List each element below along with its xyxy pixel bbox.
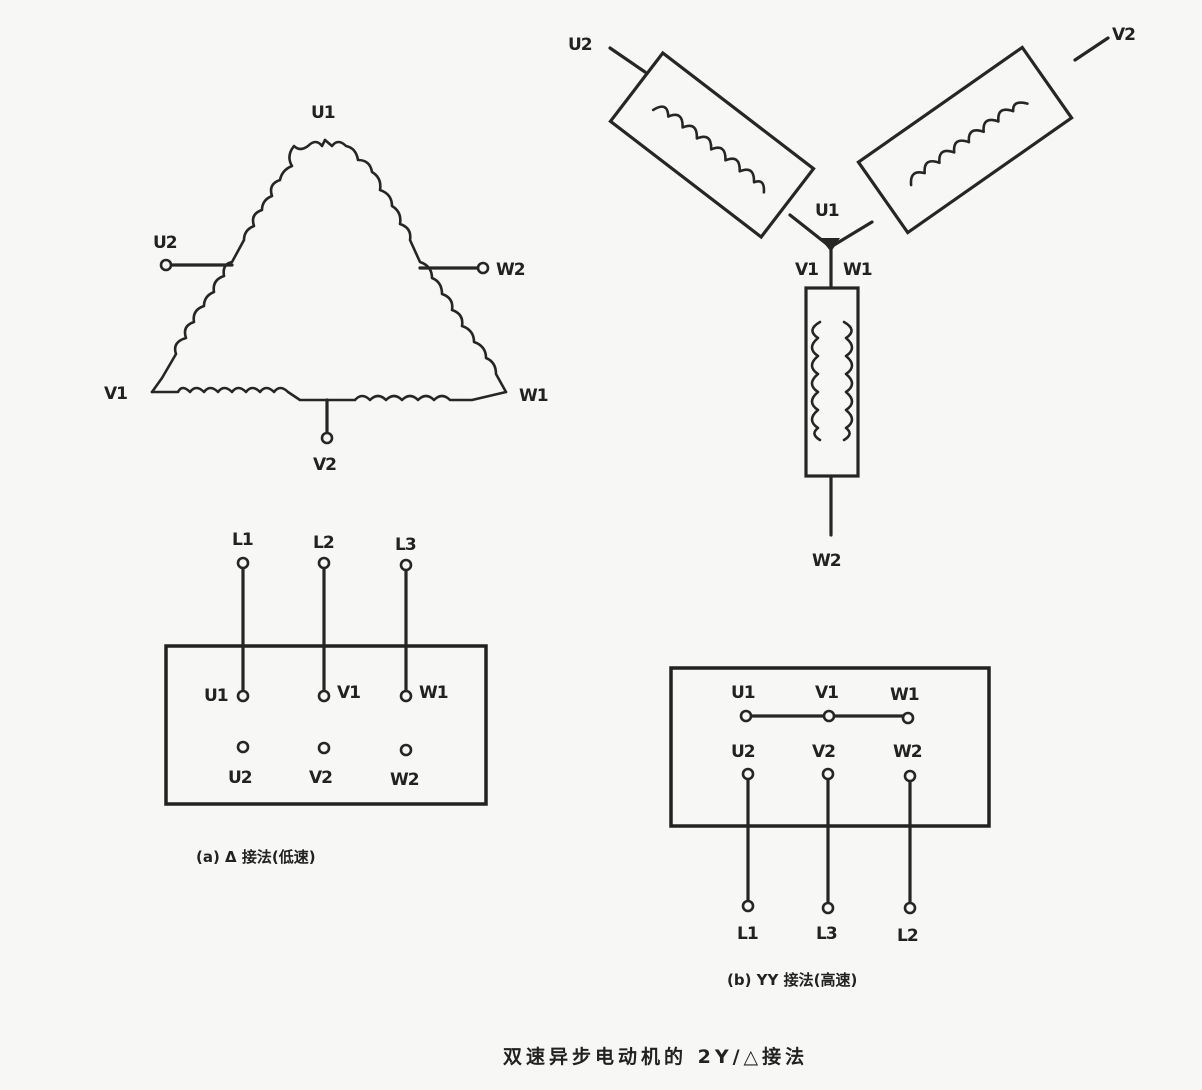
delta-box-label-v1: V1	[337, 683, 360, 703]
delta-box-label-l1: L1	[232, 530, 253, 550]
yy-v2-stud	[821, 767, 835, 781]
yy-winding: U2 V2 U1 V1 W1 W2	[568, 25, 1136, 571]
yy-upper-right-outer-lead	[1073, 36, 1110, 62]
delta-label-v1: V1	[104, 384, 127, 404]
yy-box-label-w2: W2	[893, 742, 922, 762]
yy-upper-right-resistor	[856, 45, 1074, 235]
delta-w2-stud	[399, 743, 413, 757]
delta-label-u1: U1	[311, 103, 335, 123]
delta-v2-terminal	[320, 431, 334, 445]
delta-box-label-v2: V2	[309, 768, 332, 788]
yy-u1-stud	[739, 709, 753, 723]
delta-l2-terminal	[317, 556, 331, 570]
delta-box-label-w2: W2	[390, 770, 419, 790]
delta-u1-stud	[236, 689, 250, 703]
yy-label-u1: U1	[815, 201, 839, 221]
delta-box-label-u2: U2	[228, 768, 252, 788]
delta-box-label-l3: L3	[395, 535, 416, 555]
delta-u2-terminal	[159, 258, 173, 272]
delta-l1-terminal	[236, 556, 250, 570]
yy-upper-right-inner-lead	[832, 220, 874, 247]
delta-winding: U1 U2 W2 V1 W1 V2	[104, 103, 549, 475]
yy-label-w2: W2	[812, 551, 841, 571]
yy-w1-stud	[901, 711, 915, 725]
delta-terminal-box: L1 L2 L3 U1 V1 W1 U2 V2 W2 (a) Δ 接法(低速)	[164, 530, 488, 866]
yy-box-label-u2: U2	[731, 742, 755, 762]
yy-box-label-u1: U1	[731, 683, 755, 703]
yy-box-frame	[669, 666, 991, 828]
delta-u2-stud	[236, 740, 250, 754]
delta-v2-stud	[317, 741, 331, 755]
yy-l2-terminal	[903, 901, 917, 915]
delta-caption: (a) Δ 接法(低速)	[196, 848, 316, 866]
yy-label-w1: W1	[843, 260, 872, 280]
yy-label-v1: V1	[795, 260, 818, 280]
delta-l3-terminal	[399, 558, 413, 572]
delta-box-label-w1: W1	[419, 683, 448, 703]
yy-caption: (b) YY 接法(高速)	[727, 971, 857, 989]
delta-w2-terminal	[476, 261, 490, 275]
yy-l3-terminal	[821, 901, 835, 915]
yy-upper-left-outer-lead	[608, 46, 647, 74]
yy-w2-stud	[903, 769, 917, 783]
delta-label-u2: U2	[153, 233, 177, 253]
delta-coil-right-side	[323, 138, 508, 394]
delta-label-v2: V2	[313, 455, 336, 475]
yy-label-v2: V2	[1112, 25, 1135, 45]
delta-label-w1: W1	[519, 386, 548, 406]
yy-label-u2: U2	[568, 35, 592, 55]
yy-box-label-v2: V2	[812, 742, 835, 762]
yy-box-label-l3: L3	[816, 924, 837, 944]
delta-box-label-l2: L2	[313, 533, 334, 553]
yy-u2-stud	[741, 767, 755, 781]
yy-box-label-w1: W1	[890, 685, 919, 705]
delta-v1-stud	[317, 689, 331, 703]
yy-bottom-coil	[810, 320, 854, 442]
yy-bottom-resistor	[804, 286, 860, 478]
yy-upper-left-resistor	[608, 50, 816, 240]
yy-box-label-v1: V1	[815, 683, 838, 703]
delta-coil-bottom-side	[150, 386, 508, 402]
delta-box-frame	[164, 644, 488, 806]
delta-box-label-u1: U1	[204, 686, 228, 706]
yy-l1-terminal	[741, 899, 755, 913]
yy-box-label-l1: L1	[737, 924, 758, 944]
yy-terminal-box: U1 V1 W1 U2 V2 W2 L1 L3 L2 (b) YY 接法(高速)	[669, 666, 991, 989]
delta-w1-stud	[399, 689, 413, 703]
figure-title: 双速异步电动机的 2Y/△接法	[503, 1045, 808, 1068]
yy-v1-stud	[822, 709, 836, 723]
delta-coil-left-side	[150, 138, 327, 394]
yy-box-label-l2: L2	[897, 926, 918, 946]
yy-star-junction	[820, 238, 840, 252]
delta-label-w2: W2	[496, 260, 525, 280]
